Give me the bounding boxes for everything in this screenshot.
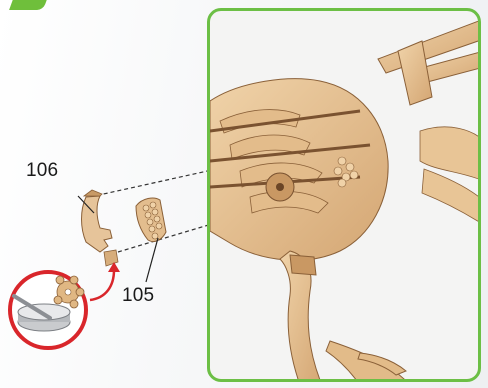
leg-part (280, 251, 322, 382)
body-assembly (210, 79, 388, 260)
zoom-illustration (210, 11, 481, 382)
label-105: 105 (122, 285, 154, 307)
part-105-shape (136, 198, 166, 242)
glue-pot-icon (10, 272, 86, 348)
curved-arrow-icon (90, 262, 120, 300)
foot-part (326, 341, 410, 382)
label-106: 106 (26, 160, 58, 182)
zoom-detail-panel (207, 8, 481, 382)
part-106-shape (82, 190, 119, 266)
